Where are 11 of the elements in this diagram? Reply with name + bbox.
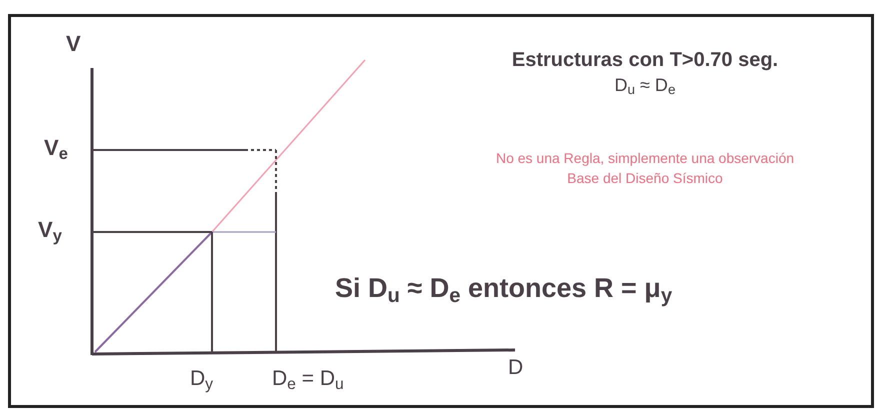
formula-text: Si D$_{u}$ ≈ D$_{e}$ entonces R = μ$_{y}$: [335, 272, 672, 306]
axis-label: V: [66, 30, 81, 58]
equation-text: D$_{u}$ ≈ D$_{e}$: [614, 74, 676, 96]
axis-label: V$_{y}$: [38, 216, 62, 244]
note-text: Base del Diseño Sísmico: [566, 170, 724, 188]
note-text: No es una Regla, simplemente una observación: [494, 150, 796, 168]
axis-label: D$_{y}$: [190, 366, 214, 392]
axis-label: D: [508, 355, 524, 381]
axis-label: V$_{e}$: [44, 134, 68, 162]
heading-text: Estructuras con T>0.70 seg.: [510, 48, 780, 73]
axis-label: D$_{e}$ = D$_{u}$: [272, 366, 344, 392]
